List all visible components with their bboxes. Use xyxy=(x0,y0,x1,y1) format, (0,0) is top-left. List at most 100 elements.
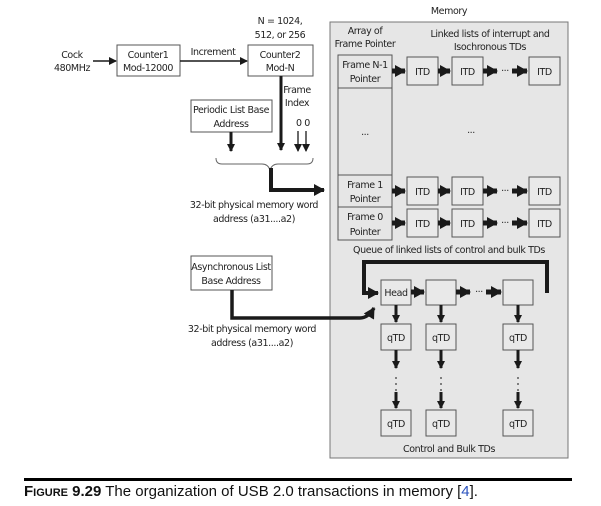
periodic-addr-label-2: address (a31....a2) xyxy=(213,214,295,225)
linked-title-1: Linked lists of interrupt and xyxy=(430,29,549,40)
itd-row: ITD ITD ITD ··· xyxy=(392,208,561,238)
qtd-label: qTD xyxy=(432,333,450,344)
caption-rule xyxy=(24,478,572,481)
itd-box xyxy=(406,56,439,86)
itd-label: ITD xyxy=(415,187,430,198)
clock-label-2: 480MHz xyxy=(54,63,90,74)
clock-label-1: Cock xyxy=(61,50,83,61)
increment-label: Increment xyxy=(191,47,237,58)
vertical-ellipsis-dot xyxy=(517,377,519,379)
frame-n1-pointer-2: Pointer xyxy=(350,74,381,85)
vertical-ellipsis-dot xyxy=(440,377,442,379)
frame-ellipsis: ... xyxy=(361,127,369,138)
itd-label: ITD xyxy=(537,187,552,198)
qtd-box xyxy=(380,409,412,437)
itd-ellipsis: ... xyxy=(467,125,475,136)
memory-title: Memory xyxy=(431,6,468,17)
vertical-ellipsis-dot xyxy=(395,377,397,379)
async-addr-label-1: 32-bit physical memory word xyxy=(188,324,317,335)
queue-heads: qTD qTD qTD qTD qTD qTD ··· xyxy=(380,279,534,437)
itd-box xyxy=(406,176,439,206)
control-bulk-label: Control and Bulk TDs xyxy=(403,444,495,455)
async-base-box xyxy=(190,255,273,291)
itd-box xyxy=(528,56,561,86)
vertical-ellipsis-dot xyxy=(395,383,397,385)
queue-loop-arrow xyxy=(362,260,549,299)
counter1-label-2: Mod-12000 xyxy=(123,63,173,74)
async-address-arrow xyxy=(230,290,376,320)
vertical-ellipsis-dot xyxy=(395,389,397,391)
qtd-label: qTD xyxy=(509,419,527,430)
frame-1-pointer-2: Pointer xyxy=(350,194,381,205)
itd-label: ITD xyxy=(460,67,475,78)
frame-0-pointer-1: Frame 0 xyxy=(347,212,383,223)
frame-index-bits: 0 0 xyxy=(296,118,310,129)
qtd-box xyxy=(425,323,457,351)
figure-number: Figure 9.29 xyxy=(24,483,102,500)
itd-box xyxy=(528,208,561,238)
counter1-label-1: Counter1 xyxy=(128,50,169,61)
async-base-label-1: Asynchronous List xyxy=(191,262,271,273)
vertical-ellipsis-dot xyxy=(440,383,442,385)
queue-head-box xyxy=(425,279,457,306)
caption-end: ]. xyxy=(469,483,478,500)
vertical-ellipsis-dot xyxy=(440,389,442,391)
address-brace xyxy=(215,157,314,172)
linked-title-2: Isochronous TDs xyxy=(454,42,527,53)
figure-caption: Figure 9.29 The organization of USB 2.0 … xyxy=(24,483,478,500)
queue-column: qTD qTD xyxy=(502,279,534,437)
queue-head-box xyxy=(502,279,534,306)
counter2-label-2: Mod-N xyxy=(266,63,295,74)
async-addr-label-2: address (a31....a2) xyxy=(211,338,293,349)
frame-index-label-1: Frame xyxy=(283,85,311,96)
itd-box xyxy=(451,176,484,206)
frame-index-label-2: Index xyxy=(285,98,310,109)
frame-0-pointer-2: Pointer xyxy=(350,227,381,238)
periodic-addr-label-1: 32-bit physical memory word xyxy=(190,200,319,211)
itd-label: ITD xyxy=(537,219,552,230)
itd-row: ITD ITD ITD ··· xyxy=(392,176,561,206)
qtd-label: qTD xyxy=(387,333,405,344)
periodic-base-box xyxy=(190,99,273,133)
periodic-base-label-2: Address xyxy=(213,119,248,130)
vertical-ellipsis-dot xyxy=(517,383,519,385)
itd-label: ITD xyxy=(415,219,430,230)
n-label-2: 512, or 256 xyxy=(255,30,306,41)
qtd-box xyxy=(425,409,457,437)
qtd-box xyxy=(502,323,534,351)
counter2-box xyxy=(247,44,314,77)
itd-ellipsis: ··· xyxy=(501,186,509,197)
itd-ellipsis: ··· xyxy=(501,218,509,229)
n-label-1: N = 1024, xyxy=(258,16,303,27)
qtd-label: qTD xyxy=(387,419,405,430)
array-title-2: Frame Pointer xyxy=(335,39,396,50)
head-label: Head xyxy=(384,288,408,299)
qtd-label: qTD xyxy=(509,333,527,344)
citation-link[interactable]: 4 xyxy=(461,483,470,500)
array-title-1: Array of xyxy=(348,26,384,37)
itd-box xyxy=(451,56,484,86)
itd-box xyxy=(528,176,561,206)
async-base-label-2: Base Address xyxy=(201,276,261,287)
itd-label: ITD xyxy=(460,219,475,230)
frame-n1-pointer-1: Frame N-1 xyxy=(342,60,388,71)
counter2-label-1: Counter2 xyxy=(260,50,301,61)
vertical-ellipsis-dot xyxy=(517,389,519,391)
periodic-base-label-1: Periodic List Base xyxy=(193,105,270,116)
itd-label: ITD xyxy=(537,67,552,78)
caption-text: The organization of USB 2.0 transactions… xyxy=(101,483,462,500)
queue-column: qTD qTD xyxy=(380,279,412,437)
itd-label: ITD xyxy=(460,187,475,198)
qtd-label: qTD xyxy=(432,419,450,430)
queue-title: Queue of linked lists of control and bul… xyxy=(353,245,545,256)
queue-ellipsis: ··· xyxy=(475,287,483,298)
itd-ellipsis: ··· xyxy=(501,66,509,77)
itd-box xyxy=(406,208,439,238)
frame-pointer-array xyxy=(337,54,393,241)
queue-column: qTD qTD xyxy=(425,279,457,437)
periodic-address-arrow xyxy=(269,168,325,196)
frame-1-pointer-1: Frame 1 xyxy=(347,180,383,191)
